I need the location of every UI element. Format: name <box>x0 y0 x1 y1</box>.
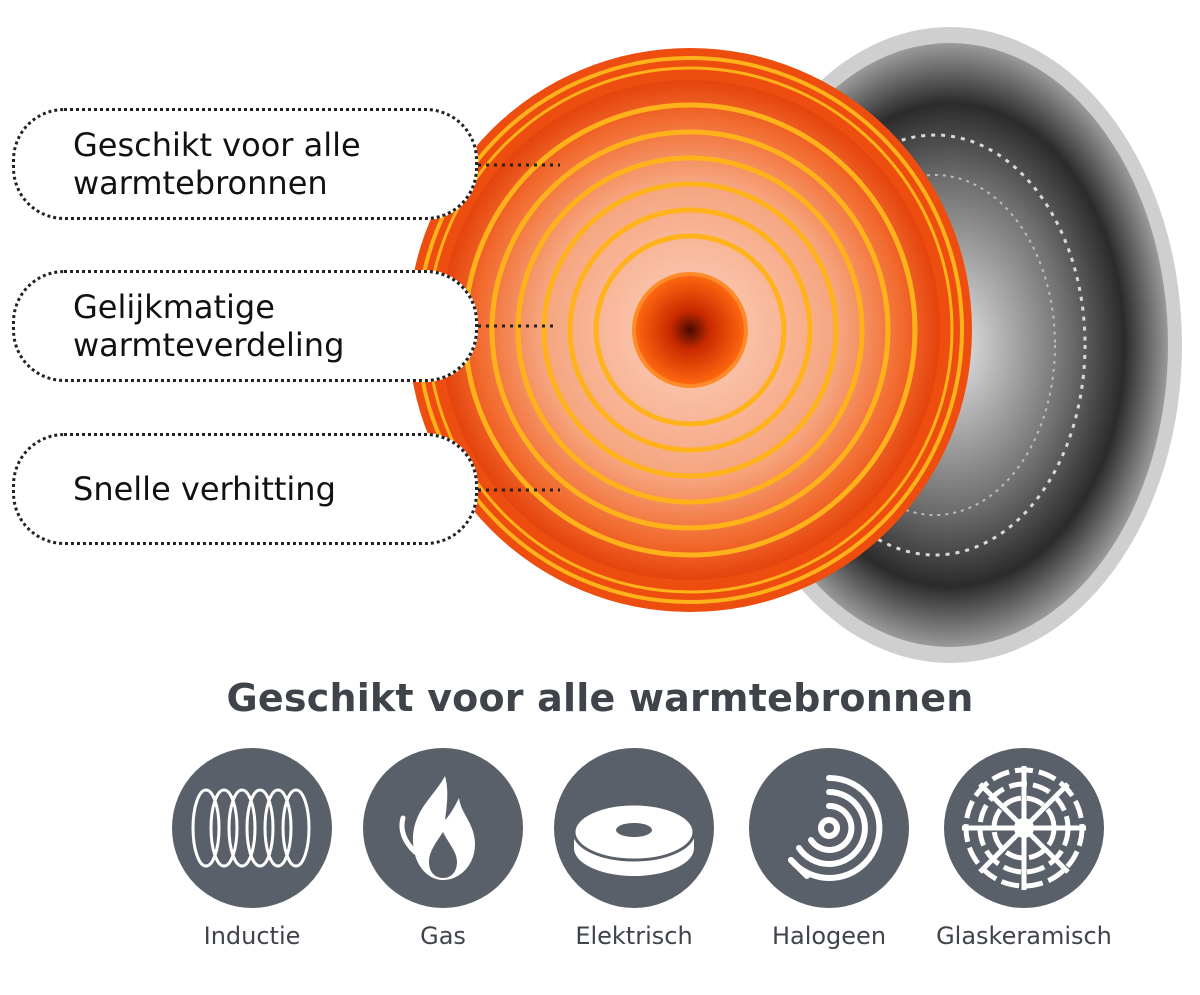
heat-source-label: Gas <box>420 922 466 950</box>
callout-even-heat-distribution: Gelijkmatige warmteverdeling <box>12 270 478 382</box>
glass-ceramic-icon <box>944 748 1104 908</box>
callout-fast-heating: Snelle verhitting <box>12 433 478 545</box>
callout-label: Gelijkmatige warmteverdeling <box>73 288 345 364</box>
callout-all-heat-sources: Geschikt voor alle warmtebronnen <box>12 108 478 220</box>
heat-source-label: Inductie <box>203 922 301 950</box>
electric-plate-icon <box>554 748 714 908</box>
heat-source-label: Halogeen <box>771 922 887 950</box>
induction-coil-icon <box>172 748 332 908</box>
callout-label: Geschikt voor alle warmtebronnen <box>73 126 361 202</box>
heated-base <box>408 48 972 612</box>
halogen-spiral-icon <box>749 748 909 908</box>
heat-source-label: Glaskeramisch <box>936 922 1112 950</box>
heat-source-label: Elektrisch <box>575 922 693 950</box>
callout-leaders <box>478 163 560 492</box>
gas-flame-icon <box>363 748 523 908</box>
section-heading: Geschikt voor alle warmtebronnen <box>226 676 974 720</box>
callout-label: Snelle verhitting <box>73 470 336 508</box>
pan-illustration <box>408 27 1182 663</box>
